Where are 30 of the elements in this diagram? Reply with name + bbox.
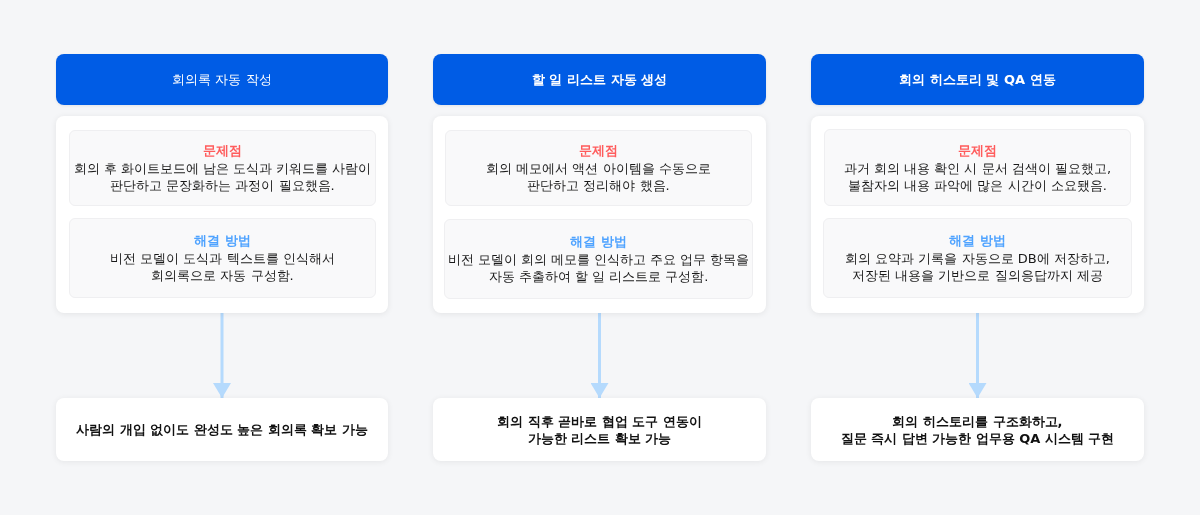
arrow: [213, 313, 231, 398]
problem-description: 과거 회의 내용 확인 시 문서 검색이 필요했고, 불참자의 내용 파악에 많은 시간이 소요됐음.: [843, 159, 1112, 194]
result-text: 회의 직후 곧바로 협업 도구 연동이 가능한 리스트 확보 가능: [497, 412, 702, 447]
result-panel: [433, 398, 766, 461]
result-text: 회의 히스토리를 구조화하고, 질문 즉시 답변 가능한 업무용 QA 시스템 구현: [840, 412, 1115, 447]
arrow: [968, 313, 987, 398]
result-text: 사람의 개입 없이도 완성도 높은 회의록 확보 가능: [76, 421, 368, 438]
header-bar: [56, 54, 388, 105]
result-panel: [811, 398, 1144, 461]
solution-heading: 해결 방법: [194, 232, 251, 249]
solution-heading: 해결 방법: [570, 233, 627, 250]
problem-heading: 문제점: [579, 142, 618, 159]
solution-description: 비전 모델이 회의 메모를 인식하고 주요 업무 항목을 자동 추출하여 할 일 리스트로 구성함.: [447, 251, 750, 285]
solution-description: 회의 요약과 기록을 자동으로 DB에 저장하고, 저장된 내용을 기반으로 질의응답까지 제공: [845, 250, 1110, 284]
header-title: 할 일 리스트 자동 생성: [531, 70, 668, 89]
solution-description: 비전 모델이 도식과 텍스트를 인식해서 회의록으로 자동 구성함.: [110, 250, 335, 284]
arrow: [590, 313, 609, 398]
column-card: [433, 116, 766, 313]
problem-heading: 문제점: [958, 141, 997, 159]
column-card: [811, 116, 1144, 313]
solution-heading: 해결 방법: [949, 232, 1006, 249]
result-panel: [56, 398, 388, 461]
problem-description: 회의 메모에서 액션 아이템을 수동으로 판단하고 정리해야 했음.: [486, 160, 711, 194]
header-title: 회의록 자동 작성: [172, 70, 272, 89]
header-title: 회의 히스토리 및 QA 연동: [899, 70, 1056, 89]
header-bar: [433, 54, 766, 105]
column-card: [56, 116, 388, 313]
problem-description: 회의 후 화이트보드에 남은 도식과 키워드를 사람이 판단하고 문장화하는 과정이 필요했음.: [73, 160, 372, 194]
problem-heading: 문제점: [203, 142, 242, 159]
header-bar: [811, 54, 1144, 105]
